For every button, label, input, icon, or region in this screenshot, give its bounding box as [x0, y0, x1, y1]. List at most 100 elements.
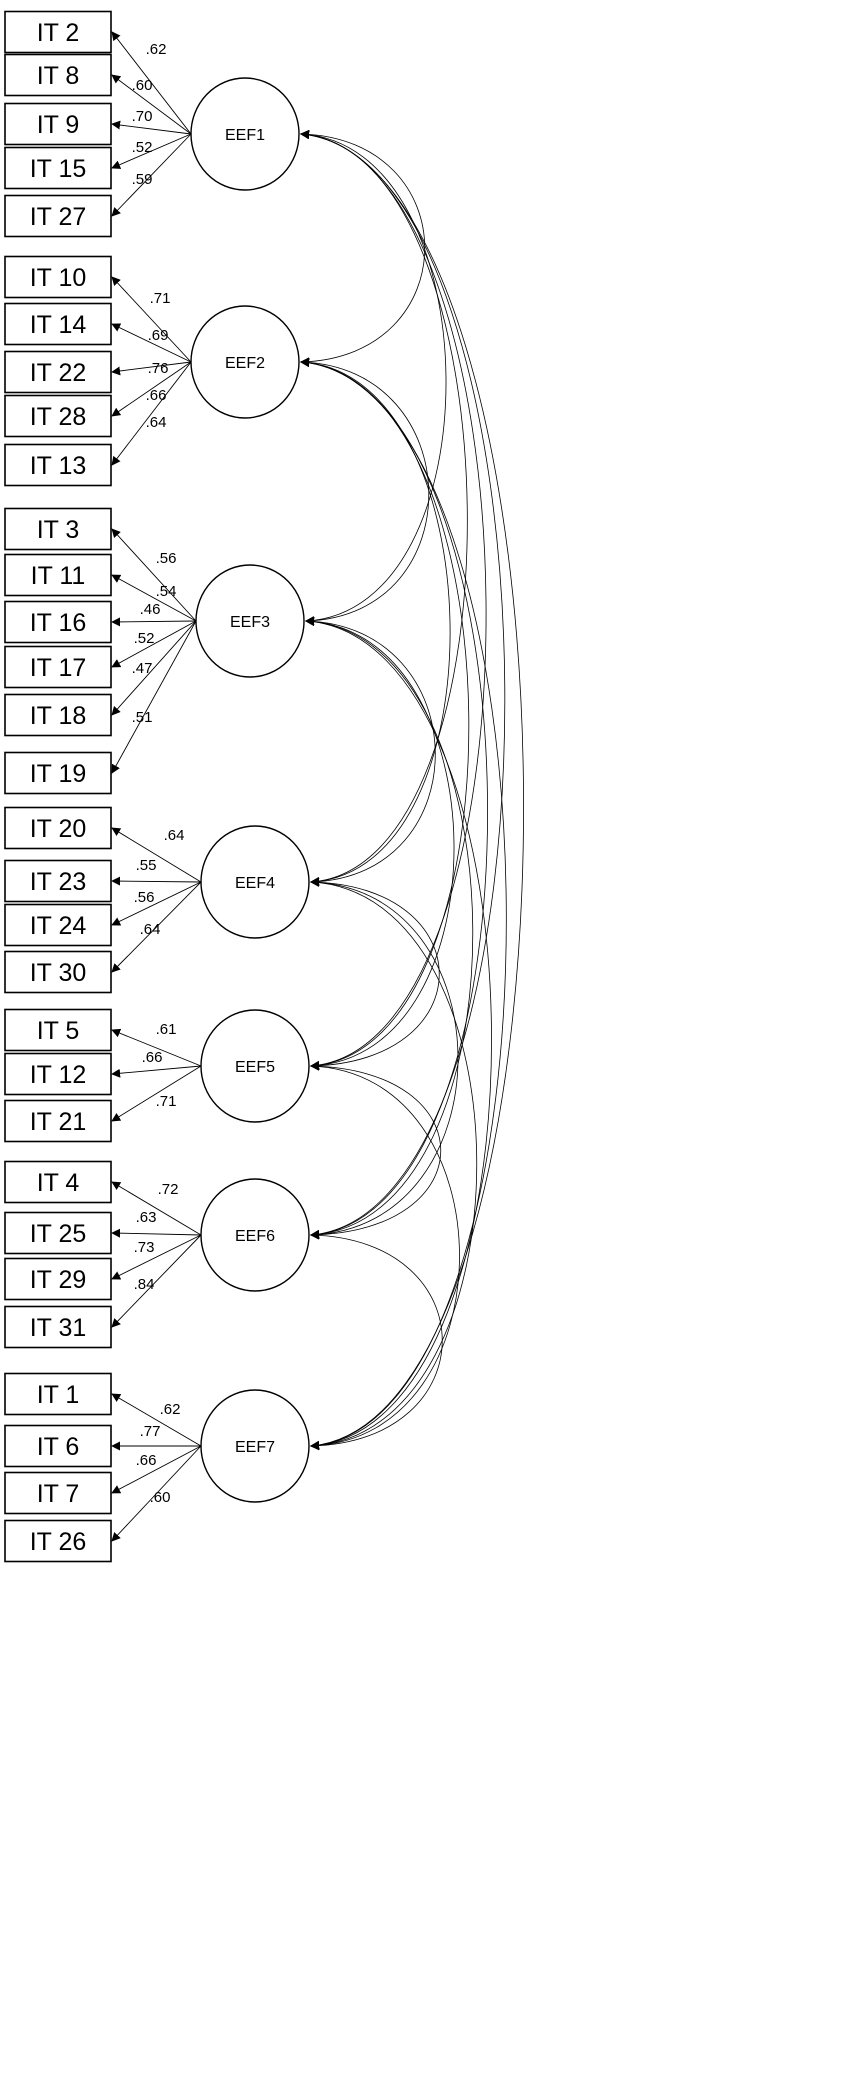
loading-arrow: [111, 528, 197, 622]
item-box: [4, 10, 112, 54]
factor-circle: [200, 1389, 310, 1503]
item-label: IT 6: [37, 1433, 80, 1461]
item-label: IT 17: [30, 654, 87, 682]
item-label: IT 24: [30, 912, 87, 940]
covariance-arc: [300, 358, 470, 1070]
loading-value: .73: [134, 1239, 155, 1256]
factor-circle: [200, 1178, 310, 1292]
loading-arrow: [111, 1065, 202, 1122]
item-label: IT 13: [30, 452, 87, 480]
loading-value: .84: [134, 1276, 155, 1293]
loading-value: .59: [132, 171, 153, 188]
item-label: IT 7: [37, 1480, 80, 1508]
cfa-path-diagram: .62.60.70.52.59.71.69.76.66.64.56.54.46.…: [4, 10, 524, 1563]
loading-value: .61: [156, 1021, 177, 1038]
item-box: [4, 1305, 112, 1349]
covariance-arc: [300, 357, 430, 626]
item-box: [4, 693, 112, 737]
loading-value: .52: [134, 630, 155, 647]
loading-arrow: [111, 620, 197, 716]
item-box: [4, 1257, 112, 1301]
loading-arrow: [111, 876, 202, 886]
loading-arrow: [111, 881, 202, 973]
covariance-arc: [300, 130, 524, 1450]
item-label: IT 15: [30, 155, 87, 183]
covariance-arc: [300, 357, 451, 887]
item-label: IT 8: [37, 62, 80, 90]
item-label: IT 31: [30, 1314, 87, 1342]
covariance-arc: [310, 1061, 460, 1451]
covariance-arc: [310, 877, 478, 1451]
observed-items: IT 2 IT 8 IT 9 IT 15 IT 27 IT 10 IT 14 IT 22 IT …: [4, 10, 112, 1563]
factor-label: EEF4: [235, 875, 275, 892]
factor-loadings: .62.60.70.52.59.71.69.76.66.64.56.54.46.…: [111, 31, 202, 1542]
loading-value: .71: [150, 290, 171, 307]
loading-value: .71: [156, 1093, 177, 1110]
item-box: [4, 645, 112, 689]
item-box: [4, 751, 112, 795]
loading-arrow: [111, 1393, 202, 1447]
item-label: IT 14: [30, 311, 87, 339]
item-label: IT 11: [31, 562, 86, 590]
loading-arrow: [111, 1445, 202, 1542]
loading-value: .56: [156, 550, 177, 567]
loading-arrow: [111, 1181, 202, 1236]
loading-arrow: [111, 1234, 202, 1328]
loading-value: .47: [132, 660, 153, 677]
item-label: IT 19: [30, 760, 87, 788]
loading-arrow: [111, 574, 197, 622]
loading-arrow: [111, 617, 197, 627]
loading-arrow: [111, 133, 192, 169]
item-label: IT 1: [37, 1381, 80, 1409]
item-box: [4, 507, 112, 551]
covariance-arc: [310, 1061, 441, 1240]
item-label: IT 9: [37, 111, 80, 139]
item-label: IT 27: [30, 203, 87, 231]
item-label: IT 22: [30, 359, 87, 387]
item-box: [4, 1160, 112, 1204]
item-box: [4, 146, 112, 190]
loading-value: .77: [140, 1423, 161, 1440]
item-label: IT 23: [30, 868, 87, 896]
factor-circle: [195, 564, 305, 678]
item-box: [4, 600, 112, 644]
item-label: IT 30: [30, 959, 87, 987]
loading-arrow: [111, 1445, 202, 1494]
item-box: [4, 903, 112, 947]
loading-value: .66: [146, 387, 167, 404]
loading-arrow: [111, 276, 192, 363]
item-box: [4, 350, 112, 394]
factor-circle: [190, 77, 300, 191]
loading-value: .51: [132, 709, 153, 726]
covariance-arc: [300, 358, 507, 1450]
item-label: IT 28: [30, 403, 87, 431]
loading-value: .60: [132, 77, 153, 94]
covariance-arc: [300, 129, 426, 367]
loading-value: .46: [140, 601, 161, 618]
factor-label: EEF5: [235, 1059, 275, 1076]
loading-arrow: [111, 361, 192, 376]
loading-value: .66: [142, 1049, 163, 1066]
loading-arrow: [111, 827, 202, 883]
item-box: [4, 1008, 112, 1052]
item-label: IT 2: [37, 19, 80, 47]
item-label: IT 26: [30, 1528, 87, 1556]
loading-arrow: [111, 74, 192, 135]
loading-value: .72: [158, 1181, 179, 1198]
loading-arrow: [111, 1065, 202, 1078]
loading-value: .64: [146, 414, 167, 431]
item-label: IT 10: [30, 264, 87, 292]
item-label: IT 29: [30, 1266, 87, 1294]
loading-arrow: [111, 31, 192, 135]
item-box: [4, 1424, 112, 1468]
covariance-arc: [305, 617, 492, 1450]
loading-arrow: [111, 881, 202, 926]
item-box: [4, 1471, 112, 1515]
item-box: [4, 1052, 112, 1096]
covariance-arc: [305, 616, 455, 1071]
loading-value: .76: [148, 360, 169, 377]
item-box: [4, 102, 112, 146]
item-box: [4, 950, 112, 994]
loading-value: .52: [132, 139, 153, 156]
item-label: IT 16: [30, 609, 87, 637]
